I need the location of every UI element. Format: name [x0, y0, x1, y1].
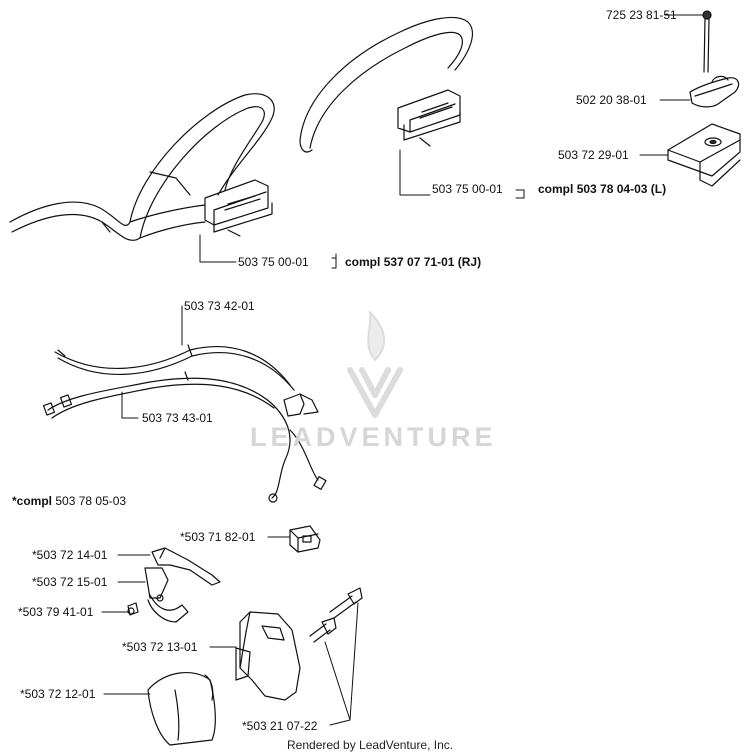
label-503-72-29-01: 503 72 29-01 — [558, 148, 629, 162]
label-503-73-43-01: 503 73 43-01 — [142, 411, 213, 425]
housing-halves — [147, 611, 301, 746]
label-compl-rj: compl 537 07 71-01 (RJ) — [345, 255, 481, 269]
compl-prefix: *compl — [12, 494, 53, 508]
compl-prefix: compl — [345, 255, 381, 269]
label-503-72-12-01: *503 72 12-01 — [20, 687, 96, 701]
screws — [309, 587, 363, 643]
label-503-75-00-01-left: 503 75 00-01 — [432, 182, 503, 196]
label-502-20-38-01: 502 20 38-01 — [576, 93, 647, 107]
compl-prefix: compl — [538, 182, 574, 196]
label-503-21-07-22: *503 21 07-22 — [242, 719, 318, 733]
label-503-72-14-01: *503 72 14-01 — [32, 548, 108, 562]
label-503-73-42-01: 503 73 42-01 — [184, 299, 255, 313]
label-503-71-82-01: *503 71 82-01 — [180, 530, 256, 544]
label-compl-left: compl 503 78 04-03 (L) — [538, 182, 666, 196]
leader-lines-mid — [121, 305, 183, 419]
label-compl-harness: *compl 503 78 05-03 — [12, 494, 126, 508]
leader-lines-top — [199, 14, 704, 269]
footer-credit: Rendered by LeadVenture, Inc. — [287, 738, 454, 752]
label-503-72-15-01: *503 72 15-01 — [32, 575, 108, 589]
compl-number: 537 07 71-01 (RJ) — [383, 255, 482, 269]
label-725-23-81-51: 725 23 81-51 — [606, 8, 677, 22]
wiring-harness — [42, 344, 327, 503]
handle-right — [299, 16, 473, 153]
label-503-72-13-01: *503 72 13-01 — [122, 640, 198, 654]
compl-number: 503 78 04-03 (L) — [576, 182, 667, 196]
label-503-75-00-01-rj: 503 75 00-01 — [238, 255, 309, 269]
leader-lines-bottom — [101, 536, 359, 726]
watermark-text: LEADVENTURE — [250, 422, 497, 452]
watermark-logo — [347, 311, 403, 418]
knob-assembly — [667, 10, 741, 187]
compl-number: 503 78 05-03 — [55, 494, 127, 508]
handle-left — [9, 93, 275, 241]
label-503-79-41-01: *503 79 41-01 — [18, 605, 94, 619]
throttle-parts — [127, 525, 321, 623]
